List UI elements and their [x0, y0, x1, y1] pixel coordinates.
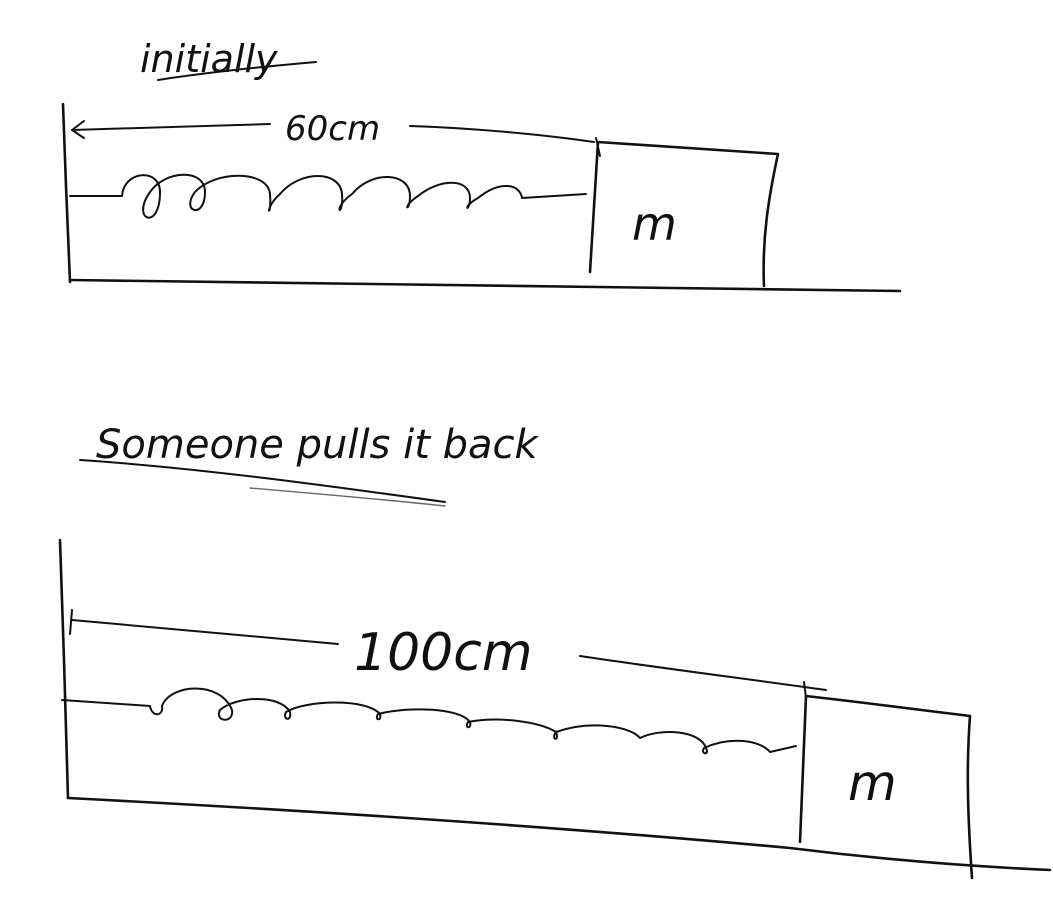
dimension-line-2-left [71, 619, 339, 645]
heading-underline-pulled [79, 459, 446, 503]
mass-label-1: m [632, 197, 677, 251]
block-2 [798, 694, 974, 880]
dimension-line-2-right [579, 655, 827, 691]
panel-initially: initially 60cm m [61, 37, 902, 293]
length-label-60cm: 60cm [285, 109, 380, 149]
floor-2 [66, 796, 1052, 872]
heading-underline-faint [249, 487, 446, 507]
dimension-line-1-right [409, 125, 595, 143]
length-label-100cm: 100cm [354, 623, 533, 683]
heading-initially: initially [140, 37, 278, 81]
panel-pulled: Someone pulls it back 100cm m [58, 422, 1052, 880]
heading-pulled: Someone pulls it back [96, 422, 540, 468]
spring-1 [69, 173, 587, 219]
spring-2 [61, 687, 797, 755]
dimension-tick-2-left [69, 609, 73, 635]
dimension-arrow-1 [71, 120, 85, 139]
dimension-line-1-left [71, 123, 271, 131]
wall-1 [61, 102, 72, 284]
mass-label-2: m [848, 754, 897, 812]
heading-underline-initially [157, 61, 317, 81]
wall-2 [58, 538, 70, 800]
floor-1 [68, 278, 902, 293]
block-1 [588, 140, 780, 288]
